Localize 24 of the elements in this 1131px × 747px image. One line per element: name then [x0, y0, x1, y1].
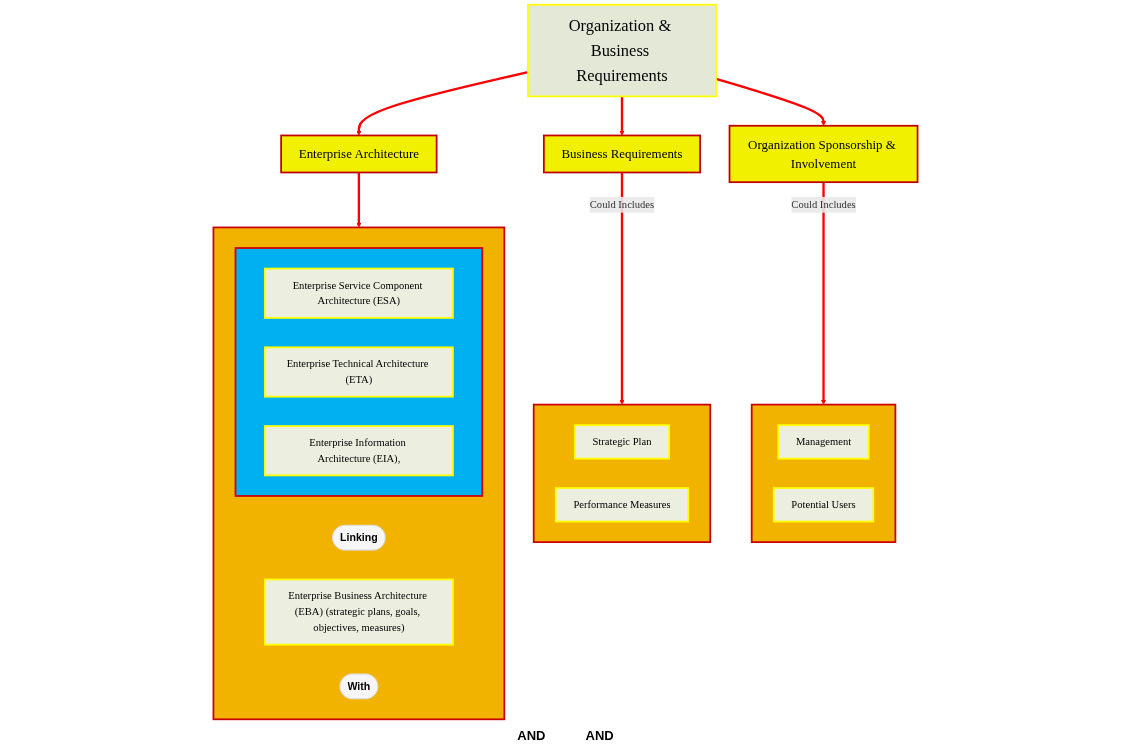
node-box: Enterprise Technical Architecture (ETA): [264, 346, 454, 398]
cluster: [750, 403, 897, 543]
node-box: Strategic Plan: [573, 424, 670, 460]
node-box: Organization & Business Requirements: [527, 3, 717, 98]
arrow: [356, 172, 362, 228]
node-box: Potential Users: [772, 487, 875, 523]
node-box: Performance Measures: [554, 487, 690, 523]
arrow: [820, 182, 827, 405]
node-box: Enterprise Information Architecture (EIA),: [264, 425, 454, 477]
cluster: [532, 403, 712, 543]
node-box: Enterprise Service Component Architecture (ESA): [264, 267, 454, 319]
node-box: Management: [777, 424, 870, 460]
note-text: AND: [585, 728, 614, 743]
cluster: [234, 247, 484, 497]
edge-label: Could Includes: [589, 198, 655, 211]
arrow: [619, 172, 625, 405]
node-box: Enterprise Architecture: [280, 134, 438, 174]
node-box: Business Requirements: [542, 134, 701, 174]
note-text: AND: [517, 728, 546, 743]
edge-label: Could Includes: [791, 198, 856, 211]
node-box: Enterprise Business Architecture (EBA) (strategic plans, goals, objectives, measures): [264, 578, 454, 646]
cluster: [212, 226, 506, 721]
arrow: [619, 96, 625, 136]
node-box: Organization Sponsorship & Involvement: [728, 124, 919, 184]
